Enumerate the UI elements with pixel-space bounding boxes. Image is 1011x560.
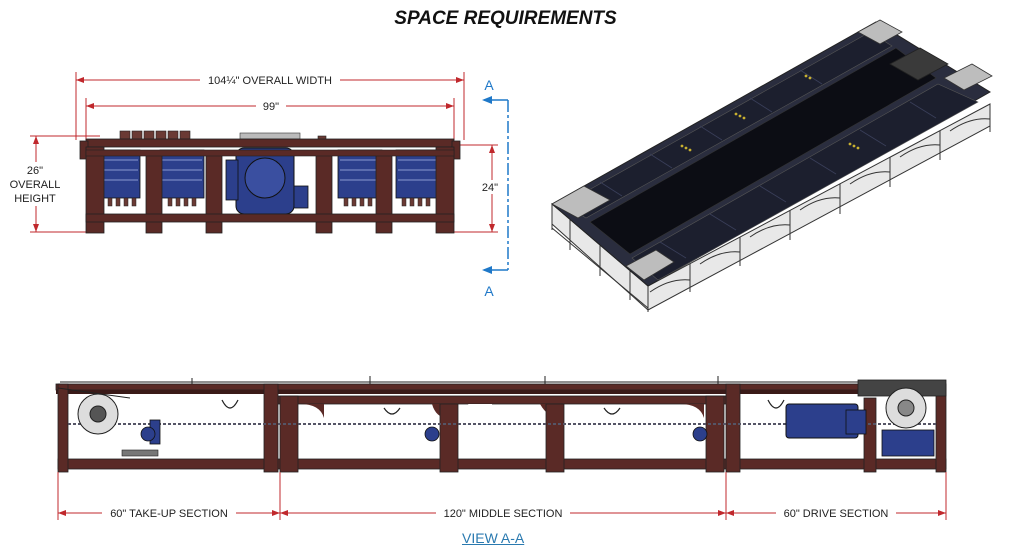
takeup-section-label: 60" TAKE-UP SECTION	[110, 508, 228, 520]
inner-width-label: 99"	[263, 101, 279, 113]
inner-height-label: 24"	[482, 182, 498, 194]
overall-width-label: 104¼" OVERALL WIDTH	[208, 75, 332, 87]
section-line-a-a: A A	[482, 77, 509, 299]
front-view-frame	[79, 130, 461, 234]
isometric-view-drawing	[551, 19, 993, 312]
view-a-a-link[interactable]: VIEW A-A	[462, 530, 525, 546]
overall-height-label-line2: OVERALL	[10, 179, 61, 191]
side-view-frame	[55, 376, 947, 473]
overall-height-label-line1: 26"	[27, 165, 43, 177]
overall-height-dimension: 26" OVERALL HEIGHT	[6, 135, 100, 233]
inner-height-dimension: 24"	[440, 144, 502, 233]
front-view-drawing: 104¼" OVERALL WIDTH 99" 26" OVERALL HEIG…	[6, 72, 509, 299]
drive-section-label: 60" DRIVE SECTION	[784, 508, 889, 520]
side-view-drawing: 60" TAKE-UP SECTION 120" MIDDLE SECTION …	[55, 376, 947, 520]
section-marker-top: A	[484, 77, 494, 93]
middle-section-label: 120" MIDDLE SECTION	[444, 508, 563, 520]
page-title: SPACE REQUIREMENTS	[394, 8, 617, 29]
overall-width-dimension: 104¼" OVERALL WIDTH	[75, 72, 465, 140]
section-dimensions: 60" TAKE-UP SECTION 120" MIDDLE SECTION …	[57, 472, 947, 520]
inner-width-dimension: 99"	[85, 98, 455, 140]
section-marker-bottom: A	[484, 283, 494, 299]
overall-height-label-line3: HEIGHT	[14, 193, 56, 205]
